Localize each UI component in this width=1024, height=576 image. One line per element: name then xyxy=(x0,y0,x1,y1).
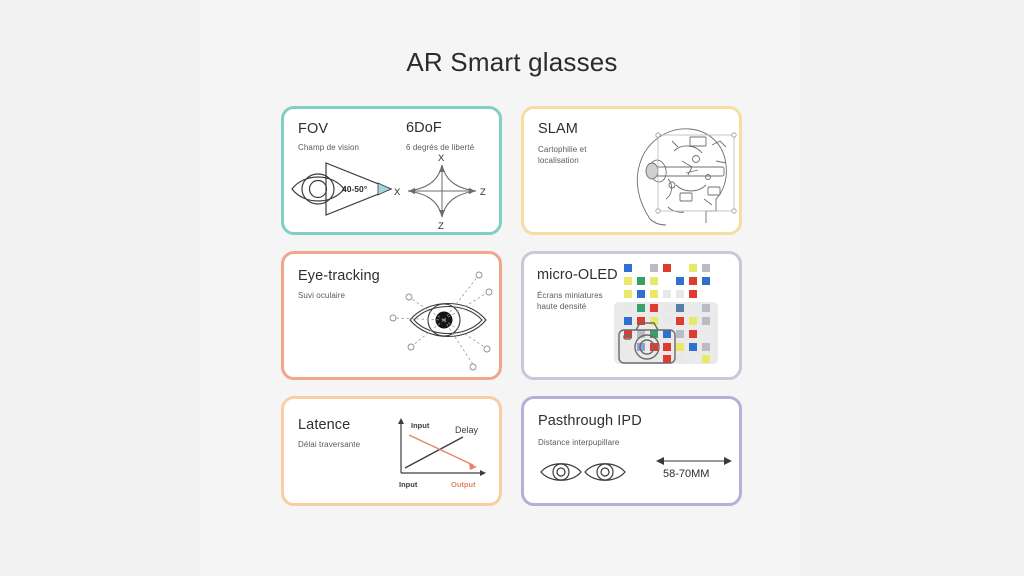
svg-text:Z: Z xyxy=(480,187,486,198)
card-eye-tracking-subtitle: Suvi oculaire xyxy=(298,291,346,300)
card-latence-content: Latence Délai traversante xyxy=(284,399,499,503)
camera-icon xyxy=(616,318,678,368)
card-6dof-title: 6DoF xyxy=(406,120,442,136)
card-pasthrough-ipd-subtitle: Distance interpupillare xyxy=(538,438,620,447)
card-fov[interactable]: FOV Champ de vision 6DoF 6 degrés de lib… xyxy=(281,106,502,235)
card-eye-tracking-content: Eye-tracking Suvi oculaire xyxy=(284,254,499,377)
eye-tracking-diagram xyxy=(382,266,499,374)
svg-text:Output: Output xyxy=(451,480,476,489)
svg-text:Input: Input xyxy=(411,421,430,430)
card-slam[interactable]: SLAM Cartophilie et localisation xyxy=(521,106,742,235)
svg-text:Input: Input xyxy=(399,480,418,489)
latency-chart: Input Delay Input Output xyxy=(387,411,497,495)
cards-grid: FOV Champ de vision 6DoF 6 degrés de lib… xyxy=(281,106,744,506)
card-fov-content: FOV Champ de vision 6DoF 6 degrés de lib… xyxy=(284,109,499,232)
card-micro-oled-subtitle: Écrans miniatures haute densité xyxy=(537,291,603,311)
card-latence-subtitle: Délai traversante xyxy=(298,440,361,449)
svg-text:40-50°: 40-50° xyxy=(342,184,368,194)
card-eye-tracking-title: Eye-tracking xyxy=(298,268,380,284)
svg-text:58-70MM: 58-70MM xyxy=(663,468,709,480)
ipd-measure-diagram: 58-70MM xyxy=(652,451,736,491)
svg-text:Z: Z xyxy=(438,221,444,232)
card-eye-tracking[interactable]: Eye-tracking Suvi oculaire xyxy=(281,251,502,380)
card-6dof-subtitle: 6 degrés de liberté xyxy=(406,143,475,152)
card-latence[interactable]: Latence Délai traversante xyxy=(281,396,502,506)
card-micro-oled-title: micro-OLED xyxy=(537,267,618,283)
card-slam-content: SLAM Cartophilie et localisation xyxy=(524,109,739,232)
svg-text:Delay: Delay xyxy=(455,425,479,435)
ipd-eyes-icon xyxy=(538,455,628,489)
card-pasthrough-ipd[interactable]: Pasthrough IPD Distance interpupillare xyxy=(521,396,742,506)
dof-star-diagram: X Z X Z xyxy=(388,149,496,232)
card-slam-title: SLAM xyxy=(538,121,578,137)
card-pasthrough-ipd-content: Pasthrough IPD Distance interpupillare xyxy=(524,399,739,503)
card-fov-title: FOV xyxy=(298,121,329,137)
card-micro-oled-content: micro-OLED Écrans miniatures haute densi… xyxy=(524,254,739,377)
svg-text:X: X xyxy=(438,153,445,164)
card-slam-subtitle: Cartophilie et localisation xyxy=(538,145,587,165)
card-pasthrough-ipd-title: Pasthrough IPD xyxy=(538,413,642,429)
card-fov-subtitle: Champ de vision xyxy=(298,143,360,152)
oled-pixel-grid xyxy=(610,258,739,377)
card-micro-oled[interactable]: micro-OLED Écrans miniatures haute densi… xyxy=(521,251,742,380)
svg-text:X: X xyxy=(394,187,401,198)
card-latence-title: Latence xyxy=(298,417,351,433)
page-title: AR Smart glasses xyxy=(406,47,618,77)
slam-head-diagram xyxy=(616,115,739,232)
fov-cone-diagram: 40-50° xyxy=(290,155,410,227)
